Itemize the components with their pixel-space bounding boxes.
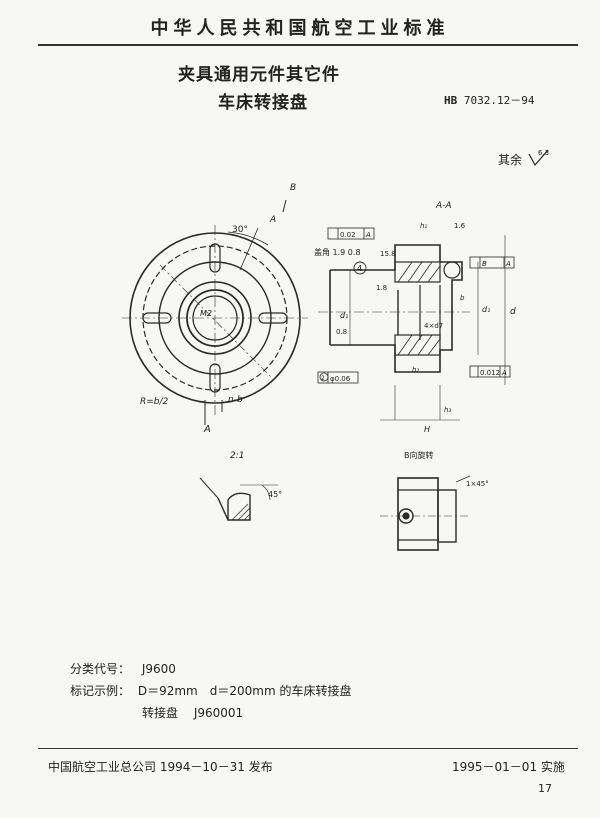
document-title-line1: 夹具通用元件其它件 (178, 65, 340, 85)
b-view-label: B向旋转 (404, 450, 434, 460)
angle-45-label: 45° (268, 490, 282, 499)
roughness-label: 其余 (498, 153, 523, 167)
view-label-a-bottom: A (203, 424, 211, 435)
thread-label: M2 (200, 309, 212, 318)
roughness-icon: 6.3 (528, 149, 549, 167)
marking-row: 标记示例： D＝92mm d＝200mm 的车床转接盘 (70, 682, 351, 699)
marking-label: 标记示例： (70, 684, 131, 698)
dim-4xd7: 4×d7 (424, 322, 443, 330)
classification-label: 分类代号： (70, 662, 131, 676)
view-label-a-top: A (269, 215, 276, 225)
standard-number: HB 7032.12－94 (444, 92, 534, 108)
footer-rule (38, 748, 578, 749)
dim-h: H (424, 425, 430, 434)
dim-0-8: 0.8 (336, 328, 347, 336)
angle-30-label: 30° (232, 225, 248, 235)
dim-b: b (460, 294, 465, 302)
header-rule (38, 44, 578, 46)
b-view (380, 475, 471, 551)
marking-value: D＝92mm d＝200mm 的车床转接盘 (137, 684, 352, 698)
view-label-b: B (290, 183, 296, 193)
detail-view (199, 477, 278, 521)
runout-ref: A (501, 369, 507, 377)
chamfer-label: 1×45° (466, 480, 489, 488)
runout-ref-b: B (482, 260, 487, 268)
position-tolerance: φ0.06 (330, 375, 351, 383)
dim-d: d (510, 307, 516, 317)
marking-sub-row: 转接盘 J960001 (142, 704, 243, 721)
standard-prefix: HB (444, 94, 458, 107)
section-label: A-A (435, 201, 452, 211)
weld-note: 盖角 1.9 0.8 (314, 247, 361, 257)
dim-h1: h₁ (420, 222, 427, 230)
dim-d1: d₁ (340, 311, 348, 320)
detail-scale: 2:1 (230, 451, 244, 461)
runout-tolerance: 0.012 (480, 369, 500, 377)
technical-drawing: B A 30° A R=b/2 n-b M2 (122, 183, 516, 551)
standard-code: 7032.12－94 (463, 94, 535, 107)
dim-d1-right: d₁ (482, 305, 490, 314)
page-number: 17 (538, 782, 552, 795)
dim-15-8: 15.8 (380, 250, 396, 258)
marking-sub-value: J960001 (193, 706, 244, 720)
classification-value: J9600 (141, 662, 176, 676)
dim-1-8: 1.8 (376, 284, 387, 292)
circled-4: 4 (357, 264, 362, 273)
document-title-line2: 车床转接盘 (218, 93, 308, 113)
radius-label: R=b/2 (140, 397, 169, 407)
dim-1-6: 1.6 (454, 222, 466, 230)
publish-date: 中国航空工业总公司 1994－10－31 发布 (48, 760, 273, 774)
dim-h3: h₃ (444, 406, 451, 414)
section-view (317, 227, 515, 421)
roughness-value: 6.3 (538, 149, 549, 157)
runout-ref-a: A (505, 260, 511, 268)
circled-2: 2 (321, 375, 325, 382)
effective-date: 1995－01－01 实施 (452, 760, 565, 774)
marking-sub-label: 转接盘 (142, 706, 179, 720)
classification-row: 分类代号： J9600 (70, 660, 176, 677)
roughness-note: 其余 6.3 (498, 148, 552, 168)
flatness-ref: A (365, 231, 371, 239)
slot-count-label: n-b (228, 395, 243, 405)
flatness-tolerance: 0.02 (340, 231, 356, 239)
dim-h2: h₂ (412, 366, 419, 374)
front-view (122, 199, 308, 425)
standard-header: 中华人民共和国航空工业标准 (150, 18, 450, 39)
